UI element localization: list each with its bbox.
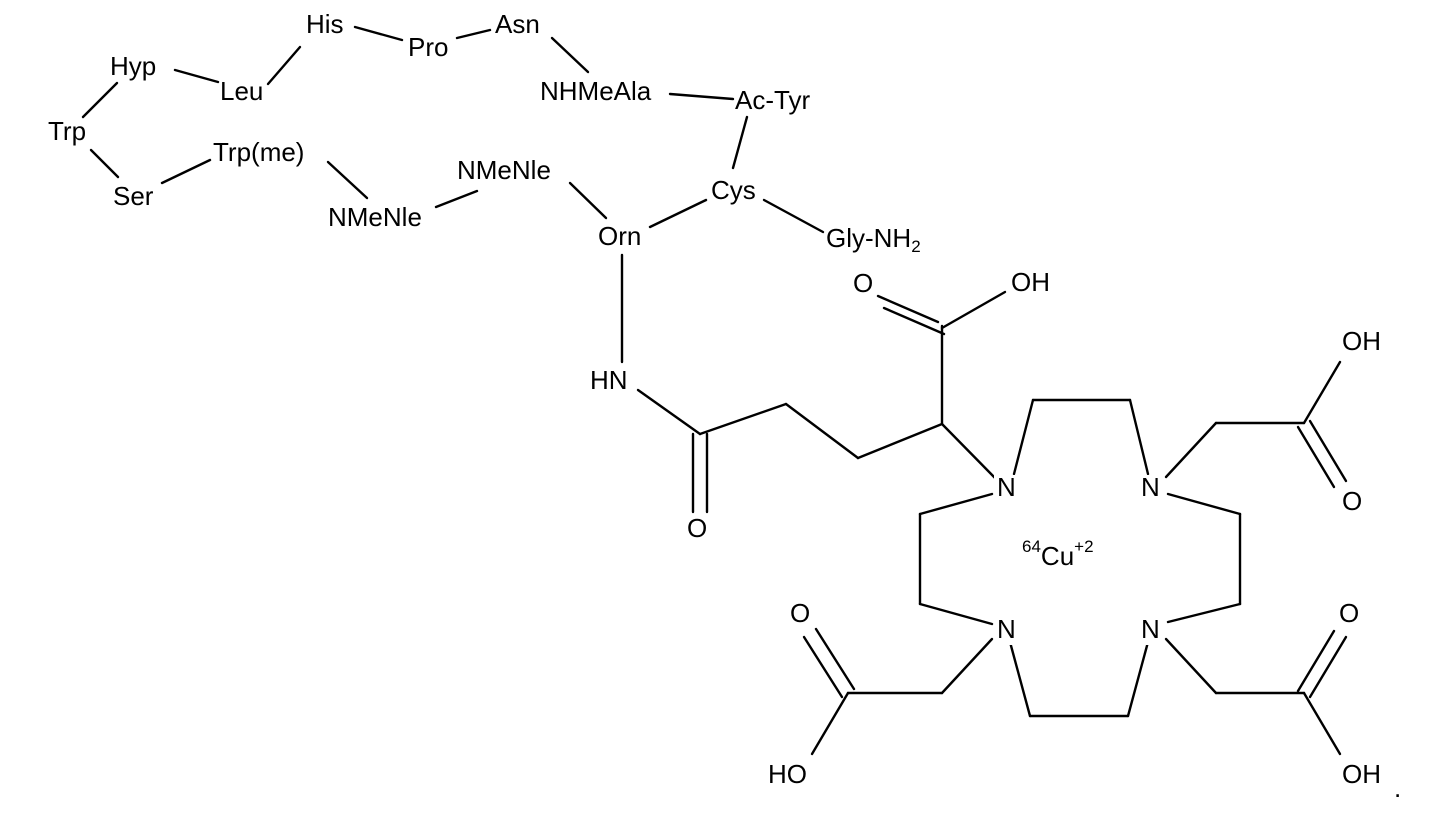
copper-charge: +2	[1074, 537, 1093, 556]
atom-n-bottom-left: N	[997, 614, 1016, 644]
residue-trp: Trp	[48, 116, 86, 146]
residue-pro: Pro	[408, 32, 448, 62]
copper-symbol: Cu	[1041, 541, 1074, 571]
atom-n-bottom-right: N	[1141, 614, 1160, 644]
atom-n-top-left: N	[997, 472, 1016, 502]
residue-cys: Cys	[711, 175, 756, 205]
atom-labels: HN O O OH N N N N OH O O HO O OH .	[590, 267, 1401, 803]
residue-labels: His Pro Asn Hyp Leu NHMeAla Ac-Tyr Trp S…	[48, 9, 921, 257]
atom-glu-o: O	[853, 268, 873, 298]
atom-tr-o: O	[1342, 486, 1362, 516]
trailing-period: .	[1394, 773, 1401, 803]
copper-ion-label: 64Cu+2	[1022, 537, 1094, 570]
copper-mass-number: 64	[1022, 537, 1041, 556]
residue-nhmeala: NHMeAla	[540, 76, 652, 106]
gly-nh-text: Gly-NH	[826, 223, 911, 253]
atom-br-oh: OH	[1342, 759, 1381, 789]
atom-bl-o: O	[790, 598, 810, 628]
residue-ser: Ser	[113, 181, 154, 211]
residue-nmenle-1: NMeNle	[328, 202, 422, 232]
gly-subscript: 2	[911, 237, 920, 256]
atom-tr-oh: OH	[1342, 326, 1381, 356]
residue-nmenle-2: NMeNle	[457, 155, 551, 185]
residue-his: His	[306, 9, 344, 39]
residue-hyp: Hyp	[110, 51, 156, 81]
atom-amide-o: O	[687, 513, 707, 543]
residue-gly-nh2: Gly-NH2	[826, 223, 921, 257]
atom-hn: HN	[590, 365, 628, 395]
atom-glu-oh: OH	[1011, 267, 1050, 297]
residue-asn: Asn	[495, 9, 540, 39]
residue-leu: Leu	[220, 76, 263, 106]
residue-orn: Orn	[598, 221, 641, 251]
residue-ac-tyr: Ac-Tyr	[735, 85, 810, 115]
atom-br-o: O	[1339, 598, 1359, 628]
atom-n-top-right: N	[1141, 472, 1160, 502]
atom-bl-ho: HO	[768, 759, 807, 789]
residue-trp-me: Trp(me)	[213, 137, 304, 167]
